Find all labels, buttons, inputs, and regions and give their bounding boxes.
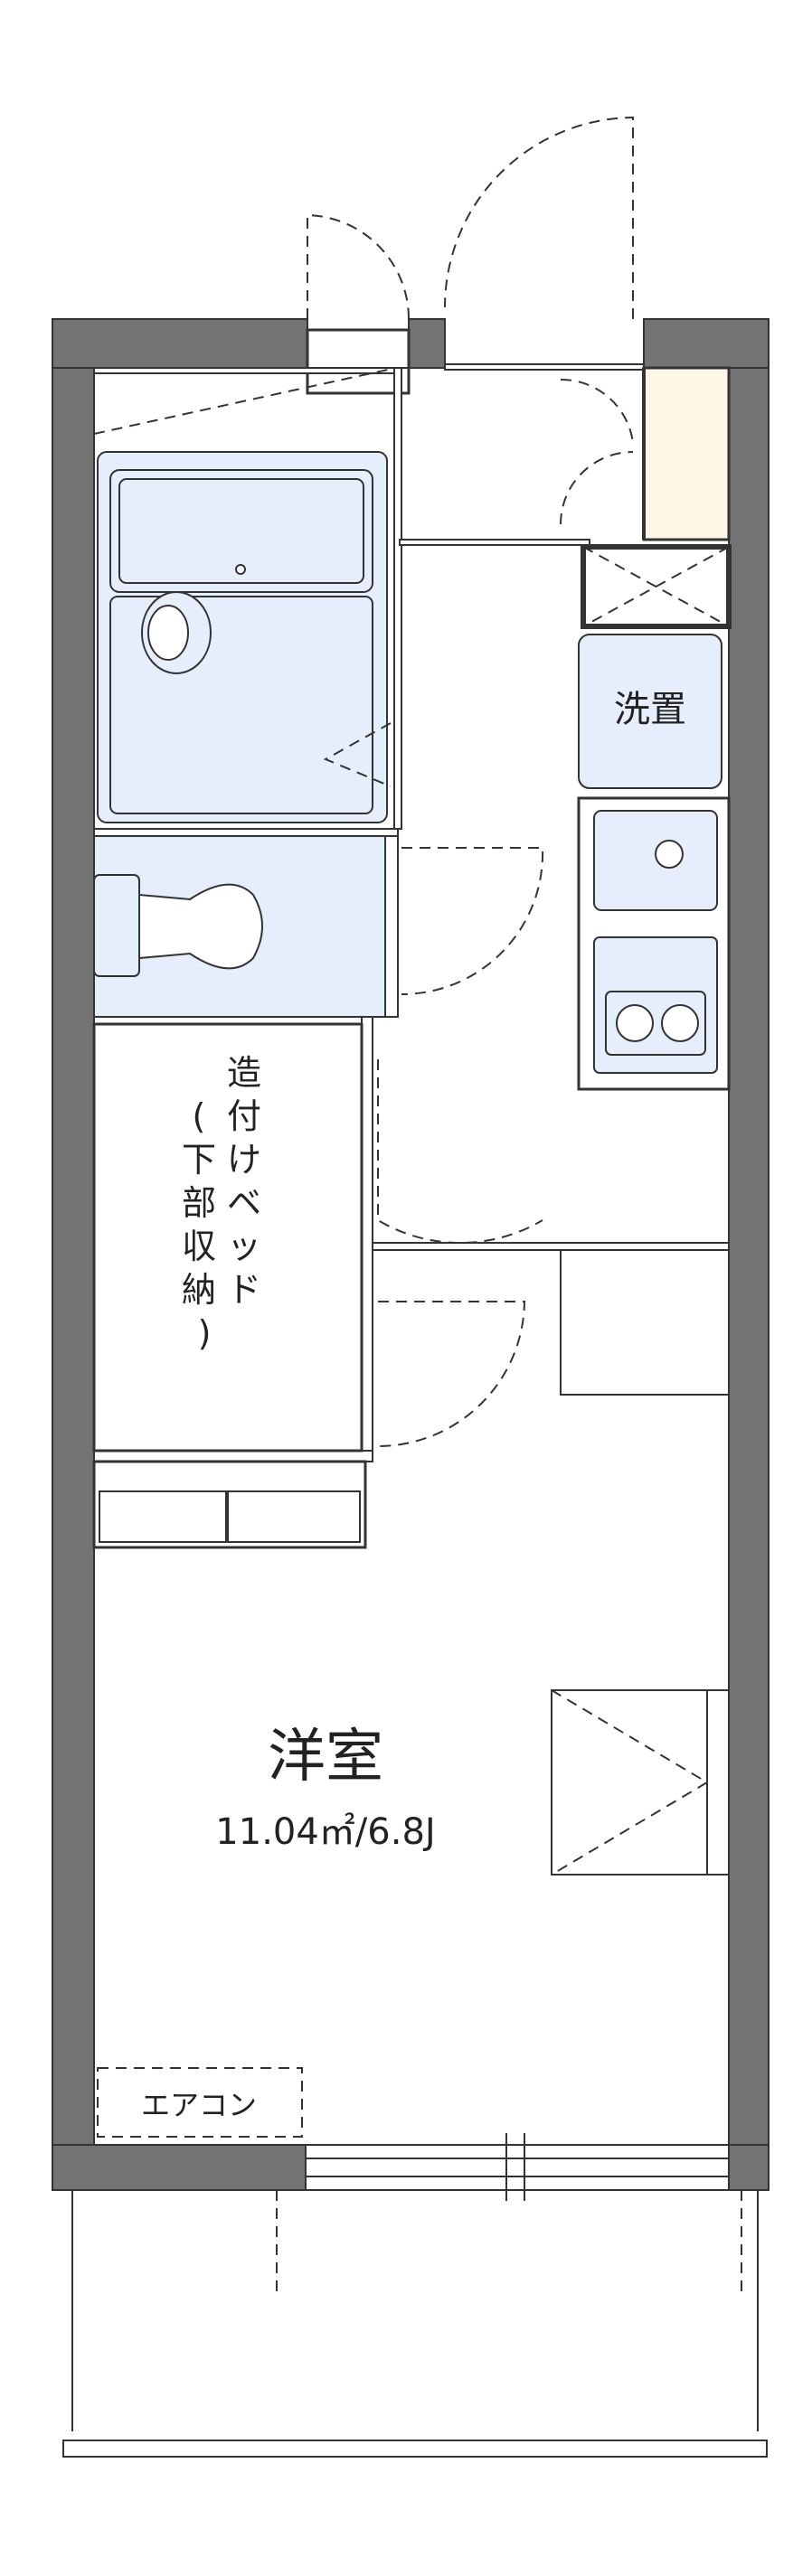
toilet-door-swing [401, 847, 544, 995]
interior-walls [93, 363, 730, 1462]
kitchen [577, 796, 731, 1091]
front-door-swing [444, 116, 634, 319]
toilet-bowl [138, 883, 263, 970]
main-room-area: 11.04㎡/6.8J [215, 1811, 435, 1853]
bath-partition [393, 367, 402, 830]
aircon: エアコン [97, 2067, 303, 2138]
entry-doors [307, 116, 634, 525]
room-storage [551, 1689, 730, 1876]
hall-door-swing [377, 1059, 543, 1245]
shoe-box-door [560, 378, 634, 525]
unit-bath [97, 451, 392, 823]
toilet-wall-top [93, 828, 399, 837]
balcony-window [305, 2133, 730, 2201]
tub-drain [235, 564, 246, 575]
burner-left [616, 1004, 654, 1042]
aircon-label: エアコン [141, 2088, 257, 2122]
closet-label: 造 付 け ベ ッ ド ( 下 部 収 納 ) [182, 1053, 272, 1353]
wall-bottom-right [728, 2144, 770, 2191]
wall-left [52, 318, 95, 2191]
main-room-name: 洋室 [268, 1724, 383, 1791]
sink-drain [655, 840, 684, 869]
washer-space: 洗置 [578, 634, 722, 789]
balcony [62, 2190, 768, 2458]
wall-top-left [52, 318, 308, 369]
pipe-space [581, 544, 732, 629]
wall-bottom-left [52, 2144, 307, 2191]
closet-right-wall [361, 1016, 373, 1452]
toilet-room [93, 835, 399, 1018]
main-room: 洋室 11.04㎡/6.8J [215, 1689, 730, 1876]
corridor-top-line [399, 539, 590, 546]
closet-text-col1: 造 [227, 1053, 261, 1093]
shelves [92, 1460, 367, 1549]
exterior-walls [52, 318, 770, 2191]
storage-box [560, 1249, 730, 1396]
corridor-divider [372, 1242, 730, 1251]
washer-label: 洗置 [614, 689, 686, 730]
burner-right [661, 1004, 699, 1042]
entry-floor-line [444, 363, 645, 371]
shoe-storage [642, 366, 731, 541]
interior-doors [377, 847, 544, 1447]
toilet-tank [93, 874, 140, 977]
unit-bath-wall [93, 367, 397, 374]
closet-bottom-wall [93, 1450, 373, 1462]
wall-top-mid [408, 318, 446, 369]
wall-right [728, 318, 770, 2191]
kitchen-sink [593, 810, 718, 911]
balcony-rail [62, 2440, 768, 2458]
wall-top-right [643, 318, 770, 369]
room-door-swing [377, 1301, 526, 1447]
meter-door-swing [307, 213, 410, 320]
built-in-bed-closet: 造 付 け ベ ッ ド ( 下 部 収 納 ) [92, 1022, 364, 1453]
